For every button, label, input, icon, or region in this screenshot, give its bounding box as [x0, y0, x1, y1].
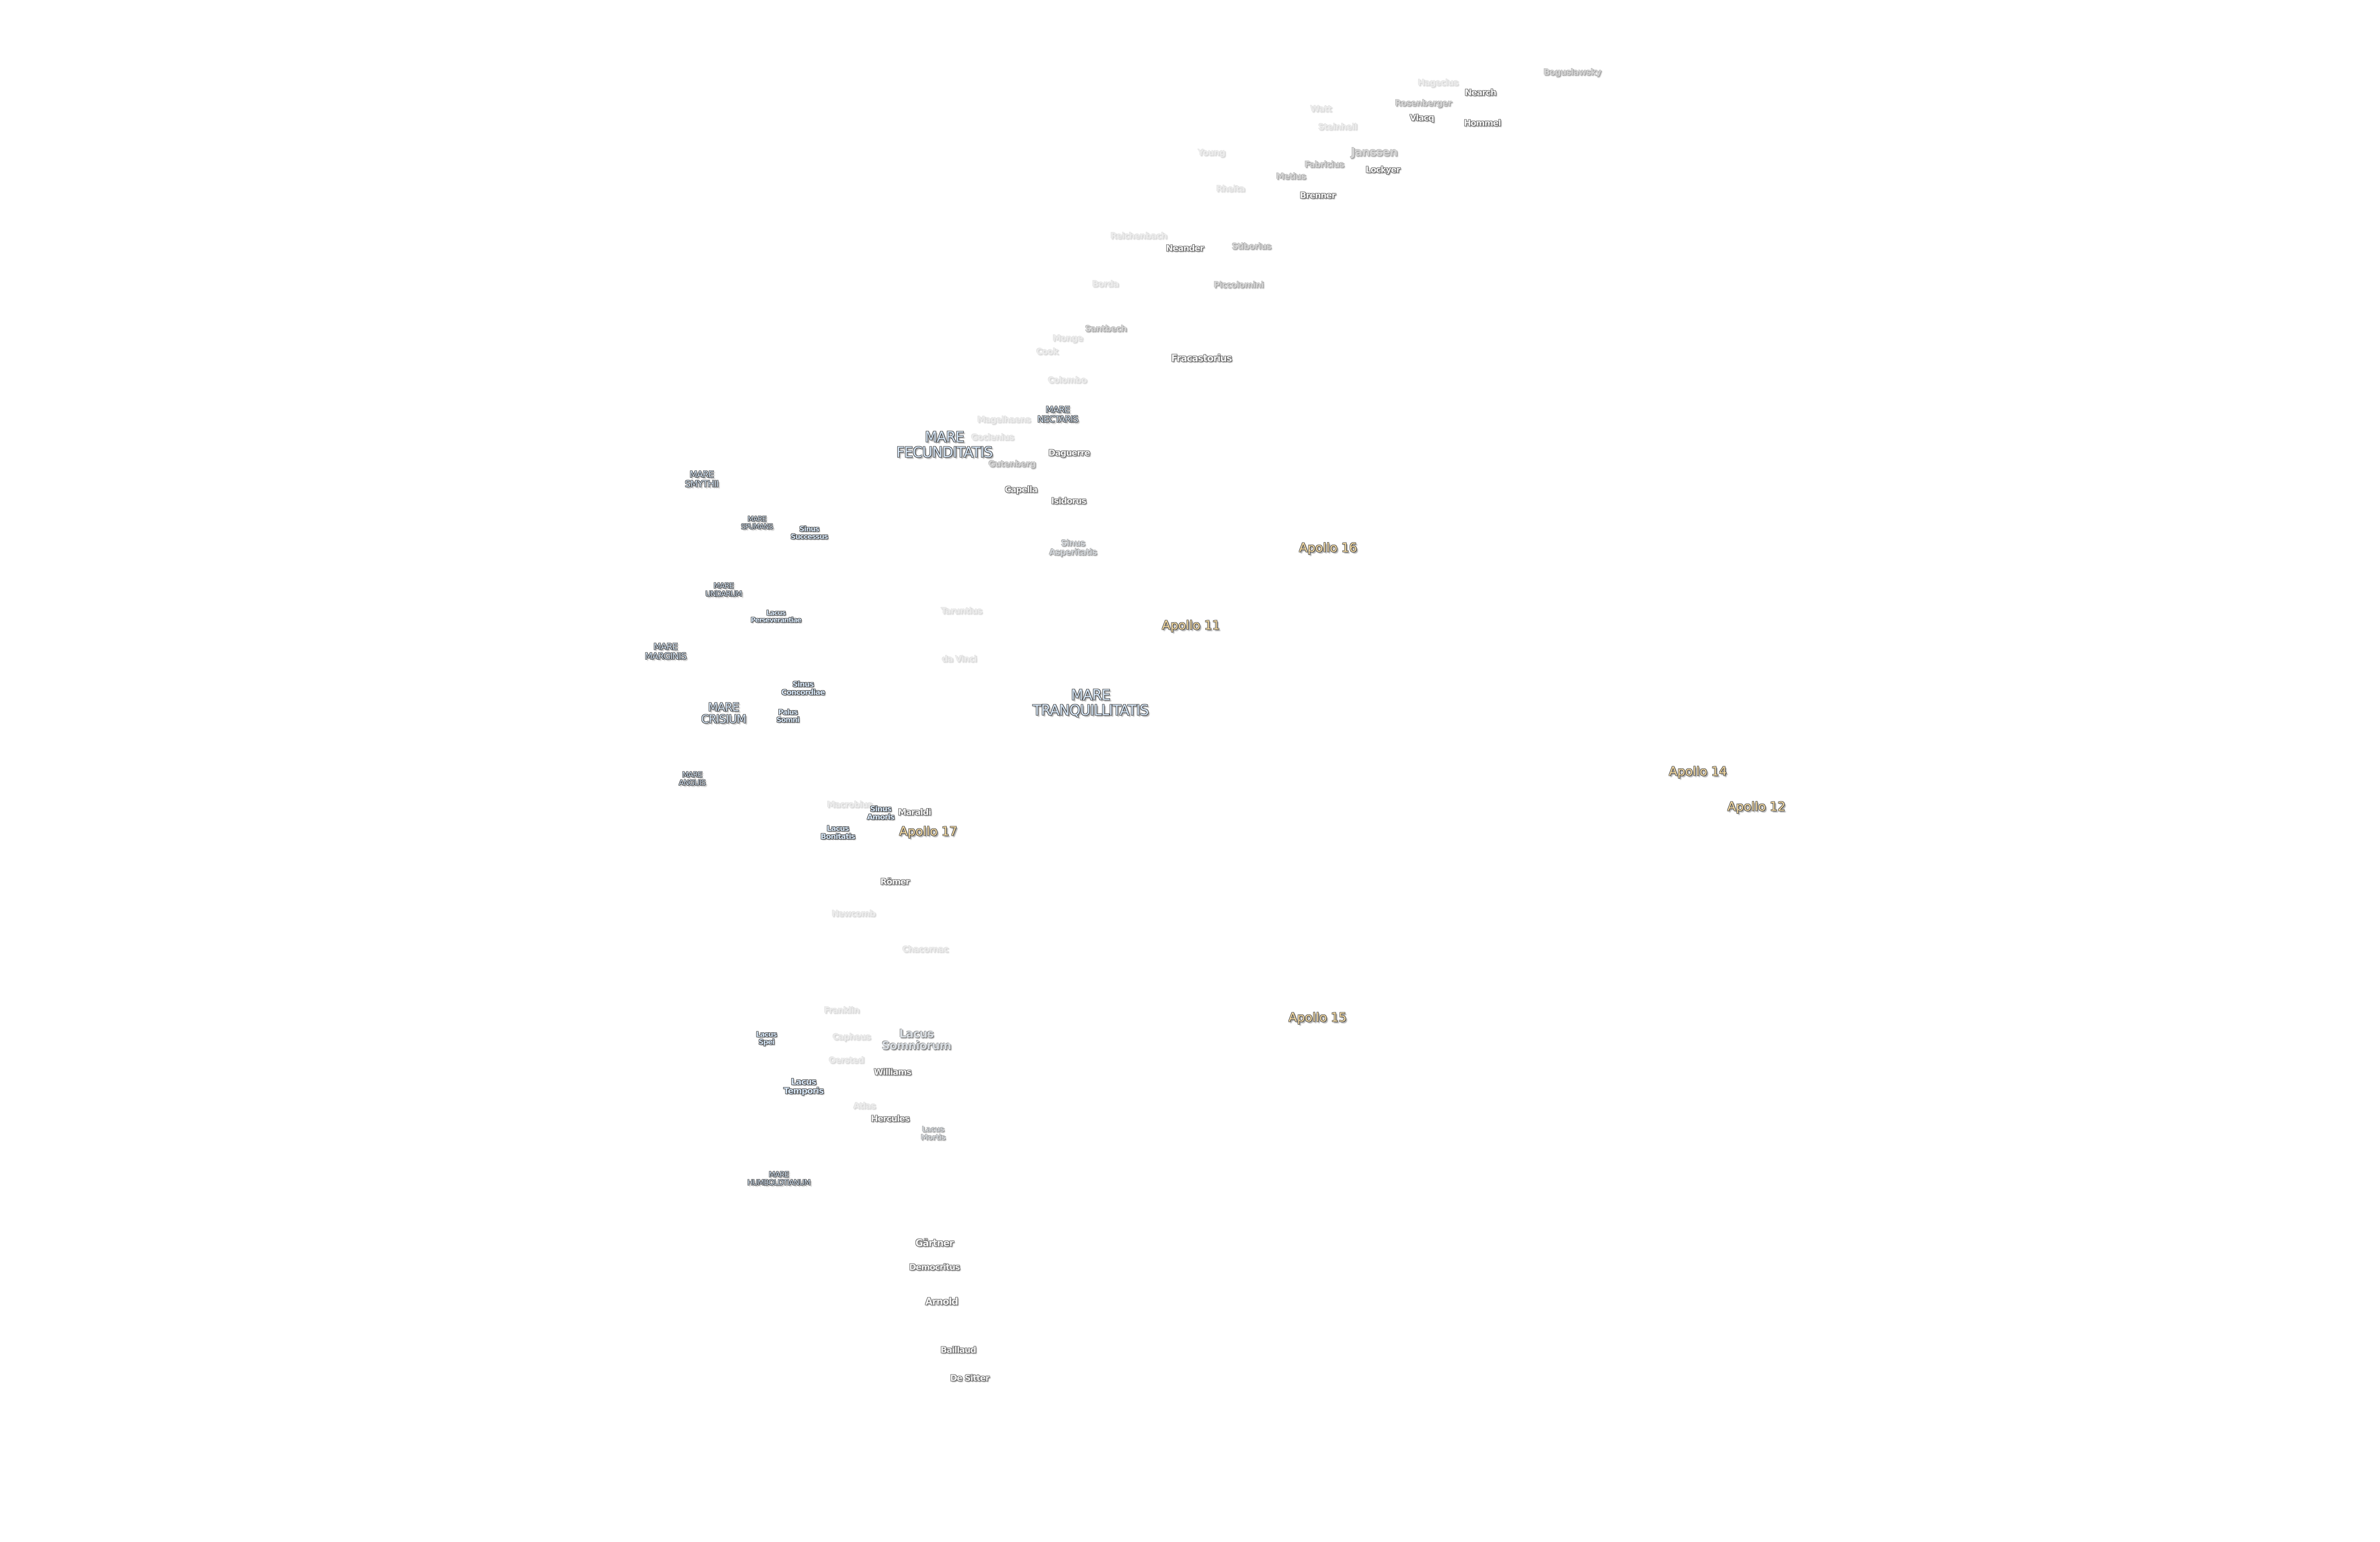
lacus-label: Lacus Temporis: [783, 1077, 824, 1096]
lacus-label: Lacus Somniorum: [882, 1027, 952, 1052]
crater-label: Neander: [1166, 243, 1204, 254]
crater-label: Rosenberger: [1395, 98, 1452, 109]
crater-label: Nearch: [1465, 88, 1497, 98]
mare-label: MARE TRANQUILLITATIS: [1032, 687, 1149, 719]
crater-label: Metius: [1276, 171, 1306, 182]
mare-label: MARE SMYTHII: [684, 469, 719, 489]
apollo-landing-label: Apollo 12: [1727, 800, 1785, 814]
crater-label: Santbech: [1085, 324, 1127, 334]
apollo-landing-label: Apollo 17: [899, 824, 957, 839]
crater-label: Piccolomini: [1213, 280, 1264, 290]
crater-label: Democritus: [909, 1262, 960, 1273]
crater-label: Daguerre: [1048, 448, 1091, 458]
lacus-label: Lacus Spei: [756, 1030, 777, 1046]
crater-label: Steinheil: [1318, 122, 1357, 132]
crater-label: Macrobius: [827, 800, 873, 810]
crater-label: Capheus: [833, 1032, 871, 1042]
apollo-landing-label: Apollo 16: [1299, 541, 1357, 555]
crater-label: Chacornac: [902, 944, 949, 955]
crater-label: Borda: [1092, 279, 1119, 289]
lacus-label: Lacus Bonitatis: [820, 824, 855, 841]
sinus-label: Sinus Successus: [791, 524, 828, 541]
crater-label: Monge: [1052, 333, 1083, 344]
sinus-label: Sinus Asperitatis: [1049, 538, 1097, 557]
lacus-label: Lacus Mortis: [921, 1125, 945, 1142]
crater-label: Atlas: [853, 1101, 876, 1111]
mare-label: MARE MARGINIS: [645, 642, 687, 662]
crater-label: Rheita: [1216, 184, 1245, 194]
crater-label: Isidorus: [1051, 496, 1086, 506]
crater-label: Arnold: [925, 1295, 958, 1307]
crater-label: Hercules: [871, 1114, 910, 1124]
crater-label: Williams: [873, 1067, 912, 1077]
crater-label: Oersted: [829, 1055, 864, 1066]
crater-label: Hageclus: [1418, 78, 1459, 88]
crater-label: Taruntius: [941, 606, 982, 616]
apollo-landing-label: Apollo 15: [1289, 1010, 1347, 1025]
crater-label: Gutenberg: [988, 459, 1036, 469]
crater-label: Franklin: [823, 1005, 860, 1016]
crater-label: Stiborius: [1231, 241, 1272, 252]
crater-label: Janssen: [1351, 145, 1398, 159]
crater-label: Fracastorius: [1171, 352, 1232, 364]
crater-label: Gärtner: [915, 1237, 954, 1249]
mare-label: MARE FECUNDITATIS: [896, 429, 993, 461]
apollo-landing-label: Apollo 11: [1162, 618, 1220, 633]
apollo-landing-label: Apollo 14: [1669, 764, 1727, 779]
mare-label: MARE ANGUIS: [679, 770, 706, 787]
crater-label: Römer: [880, 877, 910, 887]
crater-label: Fabricius: [1304, 159, 1345, 170]
crater-label: Baillaud: [940, 1345, 976, 1355]
crater-label: Colombo: [1048, 375, 1087, 386]
crater-label: Watt: [1310, 104, 1332, 114]
sinus-label: Sinus Amoris: [867, 804, 895, 821]
mare-label: MARE HUMBOLDTIANUM: [747, 1170, 811, 1187]
mare-label: MARE CRISIUM: [701, 700, 746, 726]
crater-label: Newcomb: [832, 909, 876, 919]
crater-label: Capella: [1005, 484, 1038, 495]
sinus-label: Sinus Concordiae: [781, 680, 825, 697]
lacus-label: Lacus Perseverantiae: [751, 609, 802, 624]
crater-label: Magelhaens: [977, 415, 1031, 425]
crater-label: Reichenbach: [1110, 231, 1167, 241]
crater-label: Brenner: [1299, 190, 1336, 201]
palus-label: Palus Somni: [776, 708, 800, 724]
mare-label: MARE SPUMANS: [741, 514, 773, 531]
crater-label: Hommel: [1464, 118, 1501, 128]
crater-label: Cook: [1036, 346, 1059, 357]
crater-label: Vlacq: [1409, 113, 1435, 123]
crater-label: Goclenius: [971, 432, 1014, 443]
crater-label: Boguslawsky: [1543, 67, 1602, 78]
mare-label: MARE NECTARIS: [1037, 405, 1078, 425]
crater-label: Lockyer: [1365, 165, 1400, 175]
crater-label: Young: [1198, 148, 1225, 158]
crater-label: De Sitter: [950, 1373, 990, 1384]
crater-label: da Vinci: [942, 654, 977, 664]
crater-label: Maraldi: [898, 807, 931, 818]
mare-label: MARE UNDARUM: [705, 581, 742, 598]
